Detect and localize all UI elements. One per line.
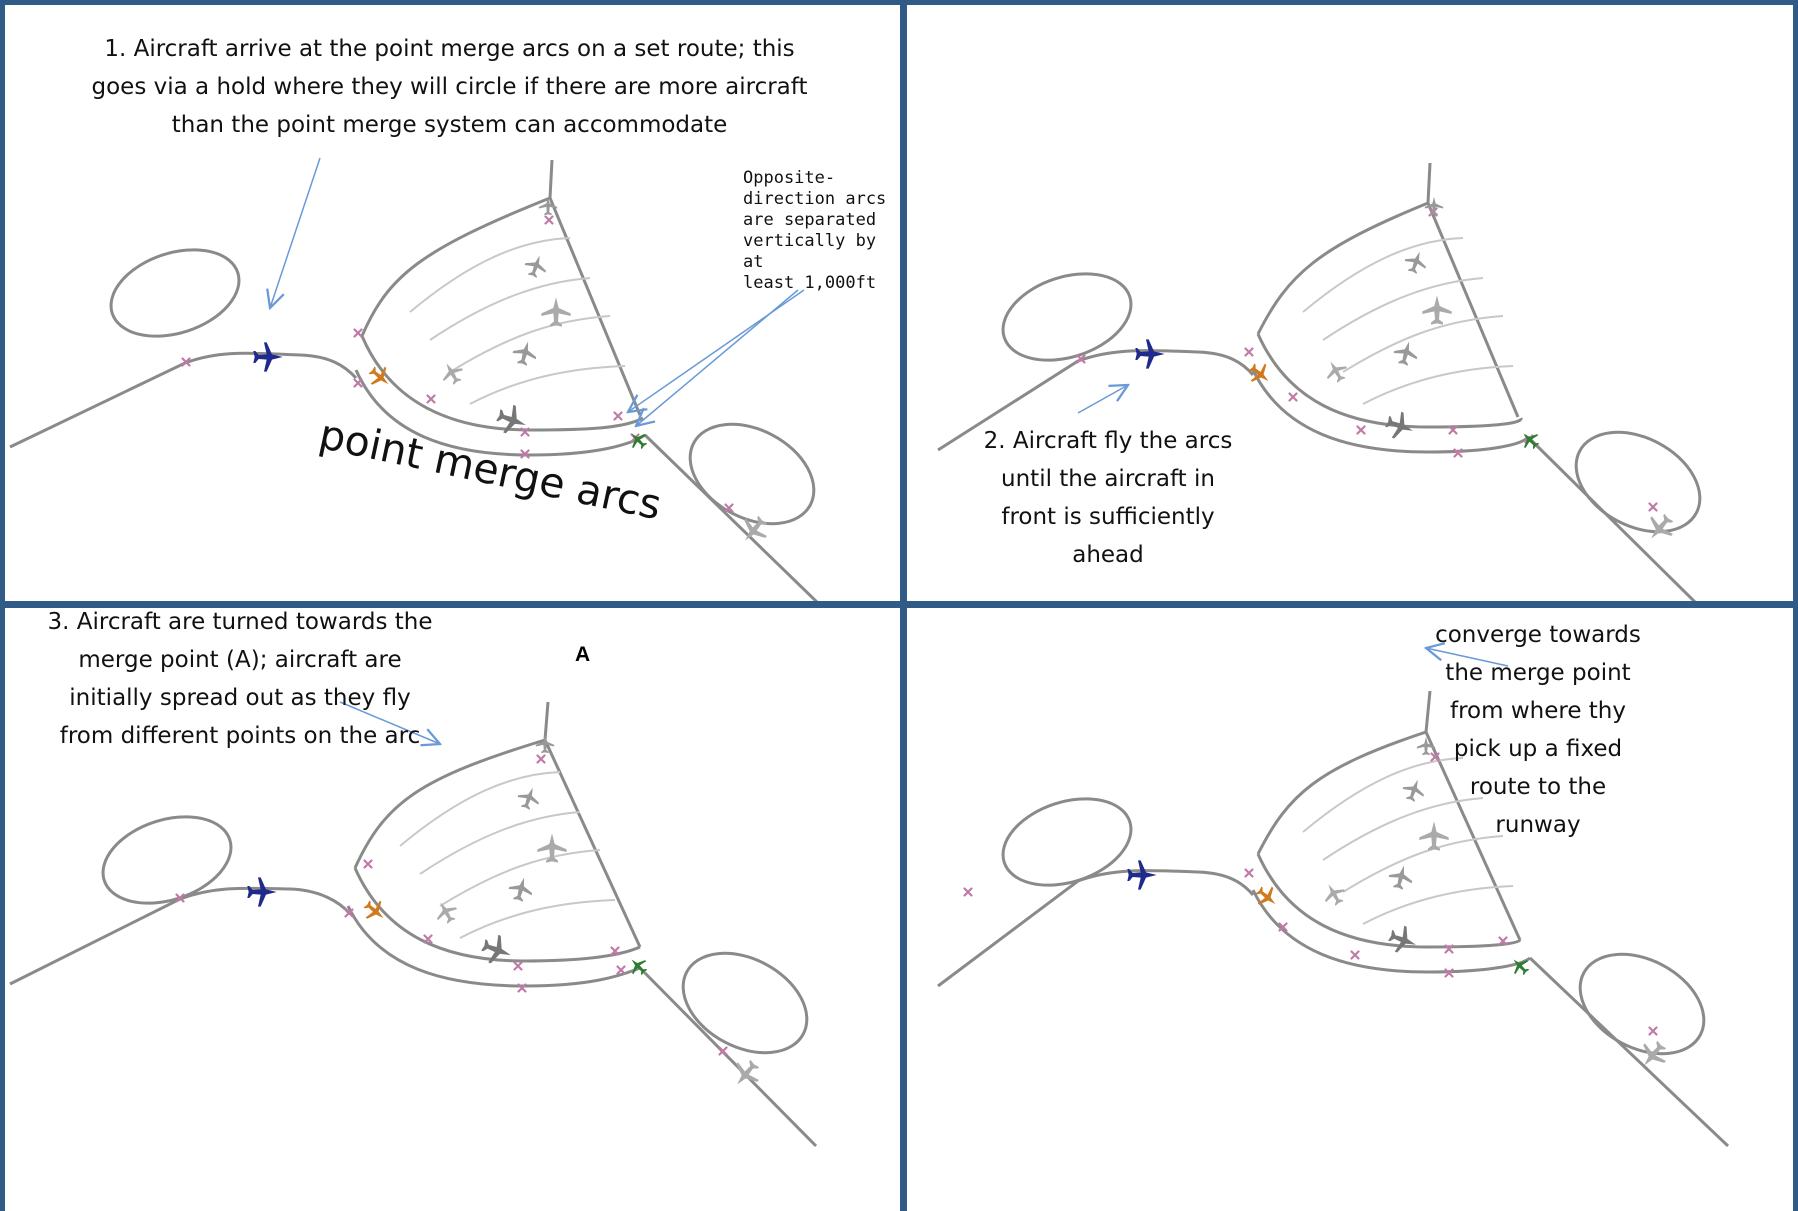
side-note-line: least 1,000ft [743, 273, 877, 293]
caption-line: 2. Aircraft fly the arcs [983, 428, 1233, 454]
arc-outer-2 [354, 369, 646, 457]
waypoint-icon [963, 887, 973, 897]
caption-line: ahead [1072, 542, 1144, 568]
panel-3: 3. Aircraft are turned towards the merge… [0, 606, 899, 1211]
panel-4: 4. Aircraft converge towards the merge p… [908, 606, 1798, 1211]
caption-line: goes via a hold where they will circle i… [91, 74, 808, 100]
aircraft-icon [510, 338, 540, 368]
waypoint-icon [616, 965, 626, 975]
waypoint-icon [363, 859, 373, 869]
caption-line: the merge point [1445, 660, 1631, 686]
caption-line: from different points on the arc [59, 723, 421, 749]
exit-route [548, 159, 554, 199]
waypoint-icon [1350, 950, 1360, 960]
aircraft-icon [1640, 508, 1680, 548]
aircraft-icon [506, 874, 536, 904]
panel-1: 1. Aircraft arrive at the point merge ar… [0, 0, 899, 605]
arc-outer-1 [360, 335, 644, 432]
caption-line: from where thy [1450, 698, 1626, 724]
caption-line: than the point merge system can accommod… [171, 112, 728, 138]
arrow [628, 289, 805, 412]
caption-line: until the aircraft in [1001, 466, 1215, 492]
side-note-line: vertically by at [743, 231, 877, 272]
waypoint-icon [1356, 425, 1366, 435]
frame-middle-horizontal [0, 601, 1798, 608]
waypoint-icon [613, 411, 623, 421]
merge-leg [548, 197, 642, 416]
caption-line: merge point (A); aircraft are [78, 647, 402, 673]
point-merge-diagram [9, 701, 818, 1148]
caption-line: runway [1495, 812, 1581, 838]
waypoint-icon [426, 394, 436, 404]
arrow [1077, 385, 1128, 414]
caption-line: route to the [1469, 774, 1607, 800]
panel-1-caption: 1. Aircraft arrive at the point merge ar… [0, 30, 899, 144]
waypoint-icon [536, 754, 546, 764]
callout-arrows [270, 157, 805, 426]
caption-line: front is sufficiently [1001, 504, 1215, 530]
caption-line: 1. Aircraft arrive at the point merge ar… [104, 36, 795, 62]
aircraft-icon [625, 427, 651, 453]
aircraft-icon [1401, 247, 1431, 277]
aircraft-icon [1318, 878, 1350, 910]
waypoint-icon [1244, 868, 1254, 878]
panel-4-caption: 4. Aircraft converge towards the merge p… [1423, 606, 1653, 844]
holding-pattern-east [688, 422, 816, 526]
aircraft-icon [521, 251, 551, 281]
caption-line: pick up a fixed [1453, 736, 1623, 762]
waypoint-icon [353, 378, 363, 388]
aircraft-icon [478, 931, 516, 969]
waypoint-icon [1648, 502, 1658, 512]
waypoint-icon [1288, 392, 1298, 402]
aircraft-icon [1385, 922, 1421, 958]
waypoint-icon [1648, 1026, 1658, 1036]
waypoint-icon [1244, 347, 1254, 357]
arrow [636, 289, 799, 426]
waypoint-icon [353, 328, 363, 338]
aircraft-icon [537, 833, 567, 863]
waypoint-icon [423, 934, 433, 944]
point-merge-diagram [937, 162, 1702, 605]
routes [9, 159, 822, 605]
arrow [270, 157, 321, 308]
aircraft-icon [1135, 339, 1165, 369]
side-note-line: direction arcs [743, 189, 887, 209]
panel-2-caption: 2. Aircraft fly the arcs until the aircr… [958, 422, 1258, 574]
caption-line: converge towards [1435, 622, 1641, 648]
aircraft-icon [1422, 295, 1452, 325]
waypoint-icon [513, 961, 523, 971]
aircraft-icon [514, 783, 544, 813]
side-note: Opposite- direction arcs are separated v… [743, 168, 899, 294]
panel-2: 2. Aircraft fly the arcs until the aircr… [908, 0, 1798, 605]
panel-3-caption: 3. Aircraft are turned towards the merge… [25, 606, 455, 755]
point-merge-diagram [9, 157, 822, 605]
point-merge-diagram [937, 606, 1730, 1148]
arrow [1426, 648, 1509, 667]
caption-line: 3. Aircraft are turned towards the [47, 609, 433, 635]
merge-point-label: A [575, 643, 591, 666]
aircraft-icon [253, 342, 283, 372]
caption-line: initially spread out as they fly [69, 685, 411, 711]
aircraft-icon [1127, 860, 1157, 890]
waypoint-icon [544, 215, 554, 225]
frame-top [0, 0, 1798, 5]
inbound-route-east [643, 433, 822, 605]
arrow [339, 701, 440, 744]
inner-arcs [409, 237, 626, 405]
holding-pattern-west [109, 248, 241, 338]
arc-top [360, 196, 551, 337]
side-note-line: are separated [743, 210, 877, 230]
inbound-route-west [9, 351, 358, 449]
aircraft-icon [436, 357, 468, 389]
aircraft-icon [247, 877, 277, 907]
frame-middle-vertical [900, 0, 907, 1211]
side-note-line: Opposite- [743, 168, 836, 188]
caption-line: 4. Aircraft [1423, 606, 1653, 616]
